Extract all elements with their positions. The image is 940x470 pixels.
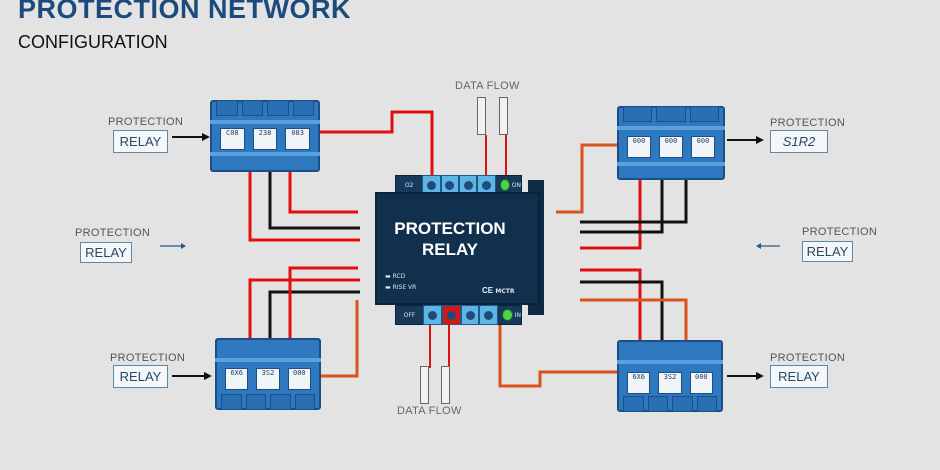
- bottom-terminal-strip: OFF IN: [395, 305, 522, 325]
- node-label: PROTECTION: [110, 352, 186, 364]
- arrowhead: [756, 372, 764, 380]
- wire-black: [580, 180, 688, 224]
- page-subtitle: CONFIGURATION: [18, 32, 168, 52]
- data-connector: [420, 366, 429, 404]
- data-connector: [499, 97, 508, 135]
- wire-orange: [556, 143, 617, 214]
- display-window: 000: [659, 136, 683, 158]
- wire-black: [580, 280, 664, 340]
- ce-mark: CE MCTR: [482, 286, 514, 295]
- node-label: PROTECTION: [770, 117, 846, 129]
- model-number: MCTR: [495, 288, 515, 295]
- terminal-screw[interactable]: [479, 305, 499, 325]
- relay-legend: ▬ RCD: [385, 273, 406, 280]
- display-window: 6X6: [225, 368, 249, 390]
- data-flow-label-top: DATA FLOW: [455, 80, 520, 92]
- relay-box-bottom-left[interactable]: RELAY: [113, 365, 168, 388]
- relay-box-mid-right[interactable]: RELAY: [802, 241, 853, 262]
- display-window: 000: [627, 136, 651, 158]
- relay-module-bottom-left[interactable]: 6X6 3S2 000: [215, 338, 321, 410]
- display-window: 3S2: [658, 372, 682, 394]
- wire-orange: [498, 325, 617, 388]
- led-label: ON: [511, 181, 521, 189]
- relay-title-line2: RELAY: [421, 240, 479, 259]
- display-window: 3S2: [256, 368, 280, 390]
- node-label: PROTECTION: [770, 352, 846, 364]
- relay-legend-text: RISE VR: [392, 284, 417, 291]
- status-led: [499, 179, 510, 191]
- terminal-code: O2: [404, 181, 414, 189]
- relay-box-mid-left[interactable]: RELAY: [80, 242, 132, 263]
- arrowhead: [756, 243, 761, 249]
- relay-legend-text: RCD: [392, 273, 406, 280]
- relay-module-bottom-right[interactable]: 6X6 3S2 000: [617, 340, 723, 412]
- wire-black: [268, 172, 360, 230]
- wire-orange: [320, 300, 359, 378]
- status-led: [502, 309, 513, 321]
- wire-red: [288, 172, 358, 214]
- node-label: PROTECTION: [108, 116, 184, 128]
- display-window: 000: [691, 136, 715, 158]
- arrowhead: [181, 243, 186, 249]
- wire-red: [288, 266, 358, 338]
- terminal-screw-red[interactable]: [441, 305, 461, 325]
- data-connector: [441, 366, 450, 404]
- wire-orange: [320, 110, 434, 178]
- terminal-screw[interactable]: [422, 175, 441, 195]
- relay-box-top-left[interactable]: RELAY: [113, 130, 168, 153]
- display-window: 000: [689, 372, 713, 394]
- page-title: PROTECTION NETWORK: [18, 0, 351, 24]
- relay-legend: ▬ RISE VR: [385, 284, 417, 291]
- led-label: IN: [514, 311, 522, 319]
- node-label: PROTECTION: [802, 226, 878, 238]
- wire-red: [580, 180, 642, 250]
- wire-orange: [580, 298, 688, 340]
- display-window: 6X6: [627, 372, 651, 394]
- display-window: 083: [285, 128, 311, 150]
- arrowhead: [202, 133, 210, 141]
- display-window: 000: [287, 368, 311, 390]
- ce-mark-text: CE: [482, 286, 494, 295]
- display-window: 238: [252, 128, 278, 150]
- relay-title: PROTECTION RELAY: [375, 218, 525, 260]
- protection-relay-main[interactable]: [375, 192, 540, 305]
- relay-box-bottom-right[interactable]: RELAY: [770, 365, 828, 388]
- wire-red: [580, 268, 642, 340]
- relay-module-top-left[interactable]: C08 238 083: [210, 100, 320, 172]
- relay-module-top-right[interactable]: 000 000 000: [617, 106, 725, 180]
- terminal-screw[interactable]: [422, 305, 442, 325]
- wire-black: [580, 180, 664, 234]
- wire-red: [248, 278, 360, 338]
- node-label: PROTECTION: [75, 227, 151, 239]
- display-window: C08: [220, 128, 245, 150]
- wire-black: [268, 290, 360, 338]
- wire-red: [248, 172, 360, 242]
- relay-title-line1: PROTECTION: [394, 219, 506, 238]
- arrowhead: [204, 372, 212, 380]
- data-flow-label-bottom: DATA FLOW: [397, 405, 462, 417]
- data-connector: [477, 97, 486, 135]
- terminal-screw[interactable]: [460, 305, 480, 325]
- relay-box-top-right[interactable]: S1R2: [770, 130, 828, 153]
- terminal-code: OFF: [403, 311, 416, 319]
- arrowhead: [756, 136, 764, 144]
